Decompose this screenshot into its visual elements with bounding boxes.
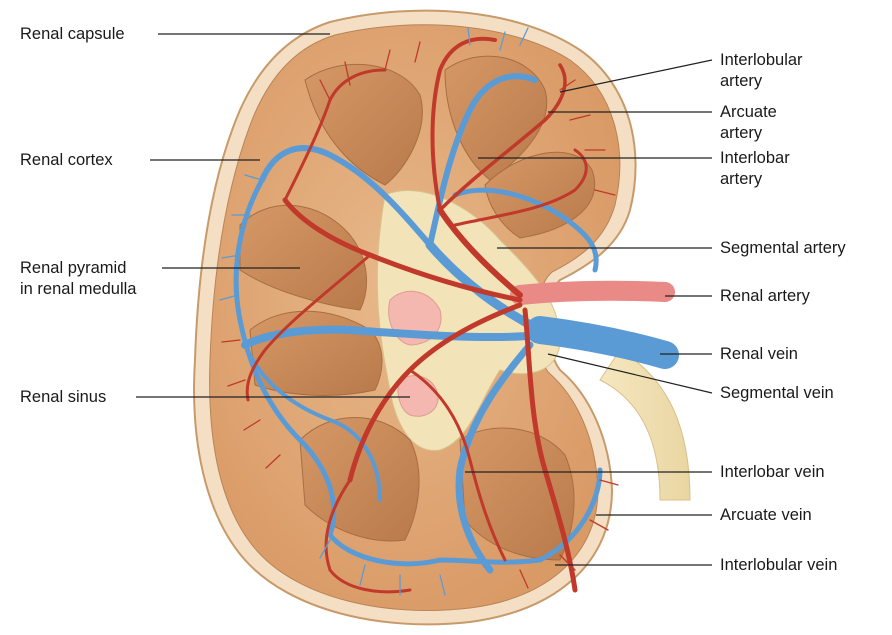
label-interlobular-artery: Interlobular artery bbox=[720, 50, 803, 92]
label-interlobar-vein: Interlobar vein bbox=[720, 462, 825, 483]
label-segmental-vein: Segmental vein bbox=[720, 383, 834, 404]
renal-artery-shape bbox=[520, 291, 665, 295]
label-interlobular-vein: Interlobular vein bbox=[720, 555, 837, 576]
label-arcuate-vein: Arcuate vein bbox=[720, 505, 812, 526]
label-segmental-artery: Segmental artery bbox=[720, 238, 846, 259]
label-renal-cortex: Renal cortex bbox=[20, 150, 113, 171]
label-renal-sinus: Renal sinus bbox=[20, 387, 106, 408]
label-renal-artery: Renal artery bbox=[720, 286, 810, 307]
label-renal-capsule: Renal capsule bbox=[20, 24, 125, 45]
label-interlobar-artery: Interlobar artery bbox=[720, 148, 790, 190]
label-arcuate-artery: Arcuate artery bbox=[720, 102, 777, 144]
label-renal-vein: Renal vein bbox=[720, 344, 798, 365]
ureter bbox=[600, 350, 690, 500]
label-renal-pyramid: Renal pyramid in renal medulla bbox=[20, 258, 136, 300]
